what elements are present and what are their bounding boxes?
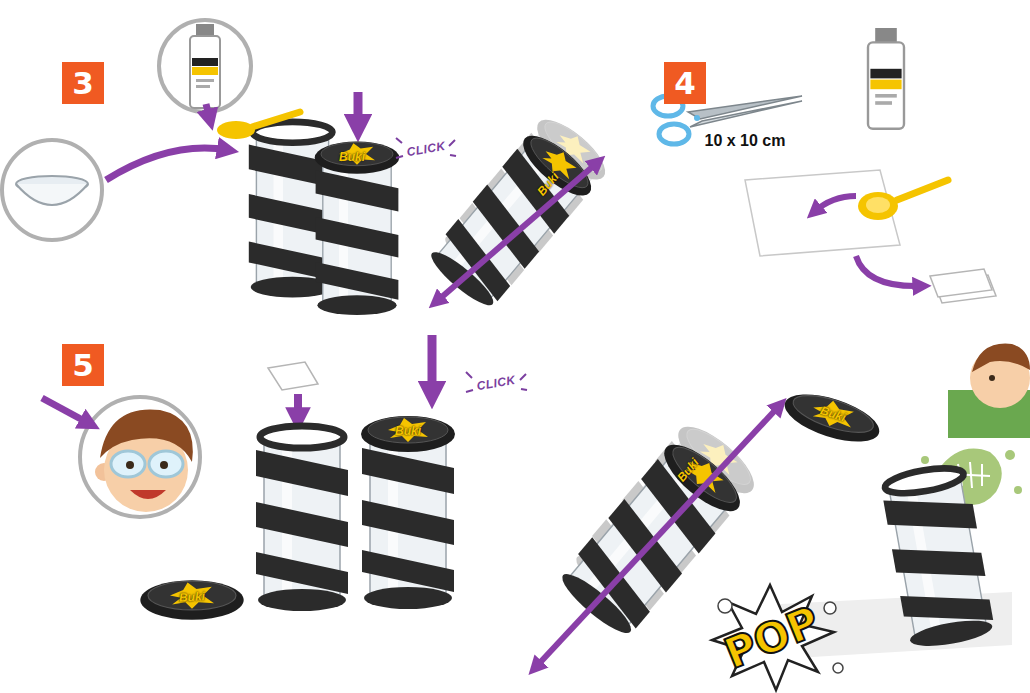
step3-art — [2, 20, 614, 315]
step-number: 5 — [72, 350, 94, 381]
lid-logo: Buki — [179, 590, 206, 603]
step4-art — [653, 28, 996, 303]
lid-logo: Buki — [339, 151, 365, 163]
step-number: 4 — [674, 68, 696, 99]
lid-logo: Buki — [395, 425, 421, 437]
click-sound: CLICK — [406, 140, 447, 159]
step5-art — [42, 335, 1030, 690]
step-badge: 5 — [62, 344, 104, 386]
step-badge: 3 — [62, 62, 104, 104]
step-badge: 4 — [664, 62, 706, 104]
step-number: 3 — [72, 68, 94, 99]
click-sound: CLICK — [476, 374, 517, 393]
dimension-label: 10 x 10 cm — [705, 133, 786, 149]
